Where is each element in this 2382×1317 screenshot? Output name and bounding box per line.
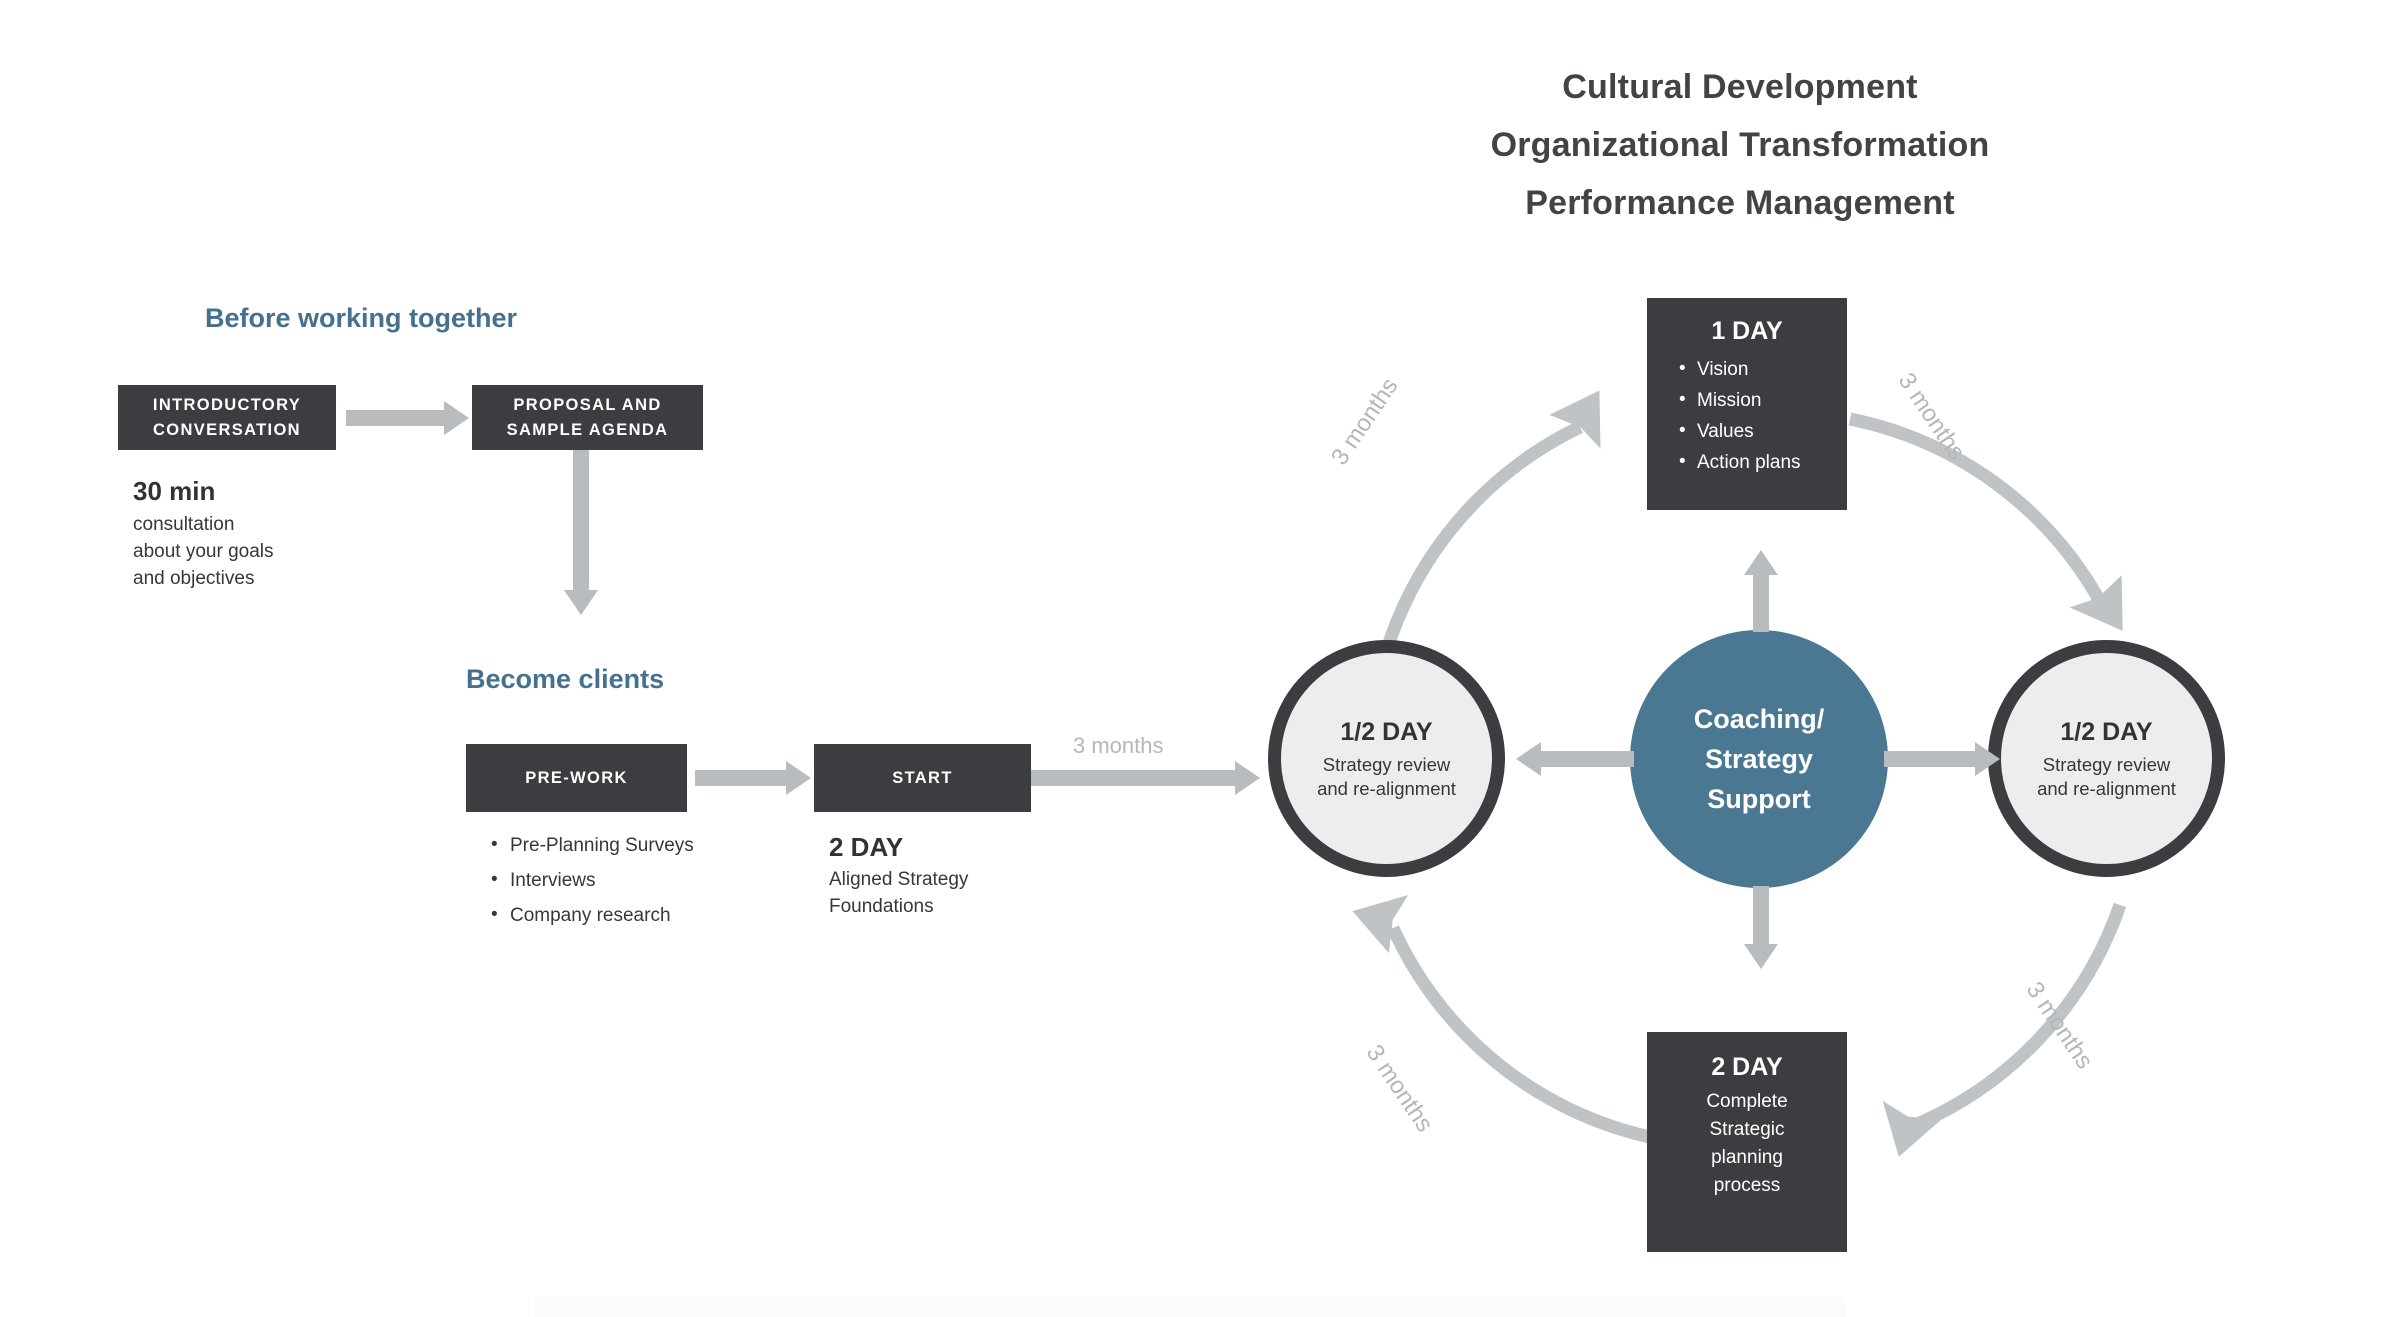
box-introductory-conversation[interactable]: INTRODUCTORY CONVERSATION bbox=[118, 385, 336, 450]
node-1-day[interactable]: 1 DAY • Vision • Mission • Values • Acti… bbox=[1647, 298, 1847, 510]
node-half-day-left-sub-line2: and re-alignment bbox=[1317, 778, 1456, 799]
arrow-intro-to-proposal bbox=[336, 401, 472, 435]
box-start-label: START bbox=[892, 768, 953, 787]
section-heading-before-working-together: Before working together bbox=[205, 303, 518, 333]
node-2-day-line-3: planning bbox=[1711, 1147, 1783, 1168]
label-3-months-transition: 3 months bbox=[1073, 733, 1164, 758]
caption-line-1: consultation bbox=[133, 514, 235, 535]
node-2-day-line-2: Strategic bbox=[1709, 1119, 1785, 1140]
box-proposal-and-sample-agenda[interactable]: PROPOSAL AND SAMPLE AGENDA bbox=[472, 385, 703, 450]
center-line-3: Support bbox=[1707, 784, 1811, 814]
arrow-center-right bbox=[1884, 742, 2002, 776]
center-line-1: Coaching/ bbox=[1693, 704, 1825, 734]
page-title: Cultural Development Organizational Tran… bbox=[1420, 58, 2060, 232]
list-item: Interviews bbox=[489, 866, 719, 894]
node-half-day-left[interactable]: 1/2 DAY Strategy review and re-alignment bbox=[1268, 640, 1505, 877]
node-2-day[interactable]: 2 DAY Complete Strategic planning proces… bbox=[1647, 1032, 1847, 1252]
box-start[interactable]: START bbox=[814, 744, 1031, 812]
node-half-day-right-title: 1/2 DAY bbox=[2060, 718, 2153, 746]
node-half-day-left-sub-line1: Strategy review bbox=[1322, 754, 1451, 775]
arrow-proposal-down bbox=[561, 450, 601, 618]
box-pre-work-label: PRE-WORK bbox=[525, 768, 628, 787]
node-1-day-bullet-text: Mission bbox=[1697, 390, 1762, 411]
list-item: • Vision bbox=[1679, 358, 1749, 380]
list-item: • Values bbox=[1679, 420, 1754, 442]
node-1-day-title: 1 DAY bbox=[1711, 317, 1783, 345]
list-item: Company research bbox=[489, 901, 719, 929]
caption-2-day: 2 DAY bbox=[829, 832, 904, 862]
node-1-day-bullets: • Vision • Mission • Values • Action pla… bbox=[1647, 354, 1847, 478]
list-item: • Mission bbox=[1679, 389, 1762, 411]
cycle-arc-arrows bbox=[1352, 390, 2127, 1157]
arrow-center-down bbox=[1741, 886, 1781, 969]
center-line-2: Strategy bbox=[1704, 744, 1814, 774]
page-bottom-shadow bbox=[535, 1297, 1845, 1317]
box-introductory-conversation-line2: CONVERSATION bbox=[153, 420, 301, 439]
title-line-2: Organizational Transformation bbox=[1490, 126, 1990, 164]
node-half-day-left-sub: Strategy review and re-alignment bbox=[1317, 753, 1456, 801]
title-line-3: Performance Management bbox=[1525, 184, 1955, 222]
box-introductory-conversation-line1: INTRODUCTORY bbox=[152, 395, 302, 414]
arrow-center-left bbox=[1516, 742, 1634, 776]
caption-start-line-1: Aligned Strategy bbox=[829, 869, 969, 890]
node-half-day-left-title: 1/2 DAY bbox=[1340, 718, 1433, 746]
caption-start: 2 DAY Aligned Strategy Foundations bbox=[829, 831, 1089, 920]
caption-line-2: about your goals bbox=[133, 541, 274, 562]
list-item: • Action plans bbox=[1679, 451, 1801, 473]
box-pre-work[interactable]: PRE-WORK bbox=[466, 744, 687, 812]
node-2-day-description: Complete Strategic planning process bbox=[1647, 1088, 1847, 1200]
prework-bullet-list: Pre-Planning Surveys Interviews Company … bbox=[489, 831, 719, 937]
caption-line-3: and objectives bbox=[133, 568, 255, 589]
caption-start-line-2: Foundations bbox=[829, 896, 934, 917]
box-proposal-line1: PROPOSAL AND bbox=[513, 395, 662, 414]
node-half-day-right[interactable]: 1/2 DAY Strategy review and re-alignment bbox=[1988, 640, 2225, 877]
node-1-day-bullet-text: Values bbox=[1697, 421, 1754, 442]
arrow-prework-to-start bbox=[687, 761, 814, 795]
node-half-day-right-sub-line1: Strategy review bbox=[2042, 754, 2171, 775]
node-2-day-title: 2 DAY bbox=[1711, 1053, 1783, 1081]
caption-intro-conversation: 30 min consultation about your goals and… bbox=[133, 475, 453, 592]
arrow-center-up bbox=[1741, 550, 1781, 632]
cycle-diagram bbox=[1250, 280, 2250, 1280]
node-2-day-line-1: Complete bbox=[1706, 1091, 1788, 1112]
box-proposal-line2: SAMPLE AGENDA bbox=[506, 420, 669, 439]
title-line-1: Cultural Development bbox=[1562, 68, 1918, 106]
node-1-day-bullet-text: Action plans bbox=[1697, 452, 1801, 473]
list-item: Pre-Planning Surveys bbox=[489, 831, 719, 859]
caption-30-min: 30 min bbox=[133, 476, 216, 506]
node-coaching-strategy-support[interactable]: Coaching/ Strategy Support bbox=[1630, 630, 1888, 888]
node-half-day-right-sub: Strategy review and re-alignment bbox=[2037, 753, 2176, 801]
node-2-day-line-4: process bbox=[1713, 1175, 1781, 1196]
node-1-day-bullet-text: Vision bbox=[1697, 359, 1749, 380]
section-heading-become-clients: Become clients bbox=[466, 664, 665, 694]
arrow-start-to-cycle bbox=[1031, 761, 1271, 795]
center-circle-text: Coaching/ Strategy Support bbox=[1694, 699, 1825, 819]
node-half-day-right-sub-line2: and re-alignment bbox=[2037, 778, 2176, 799]
